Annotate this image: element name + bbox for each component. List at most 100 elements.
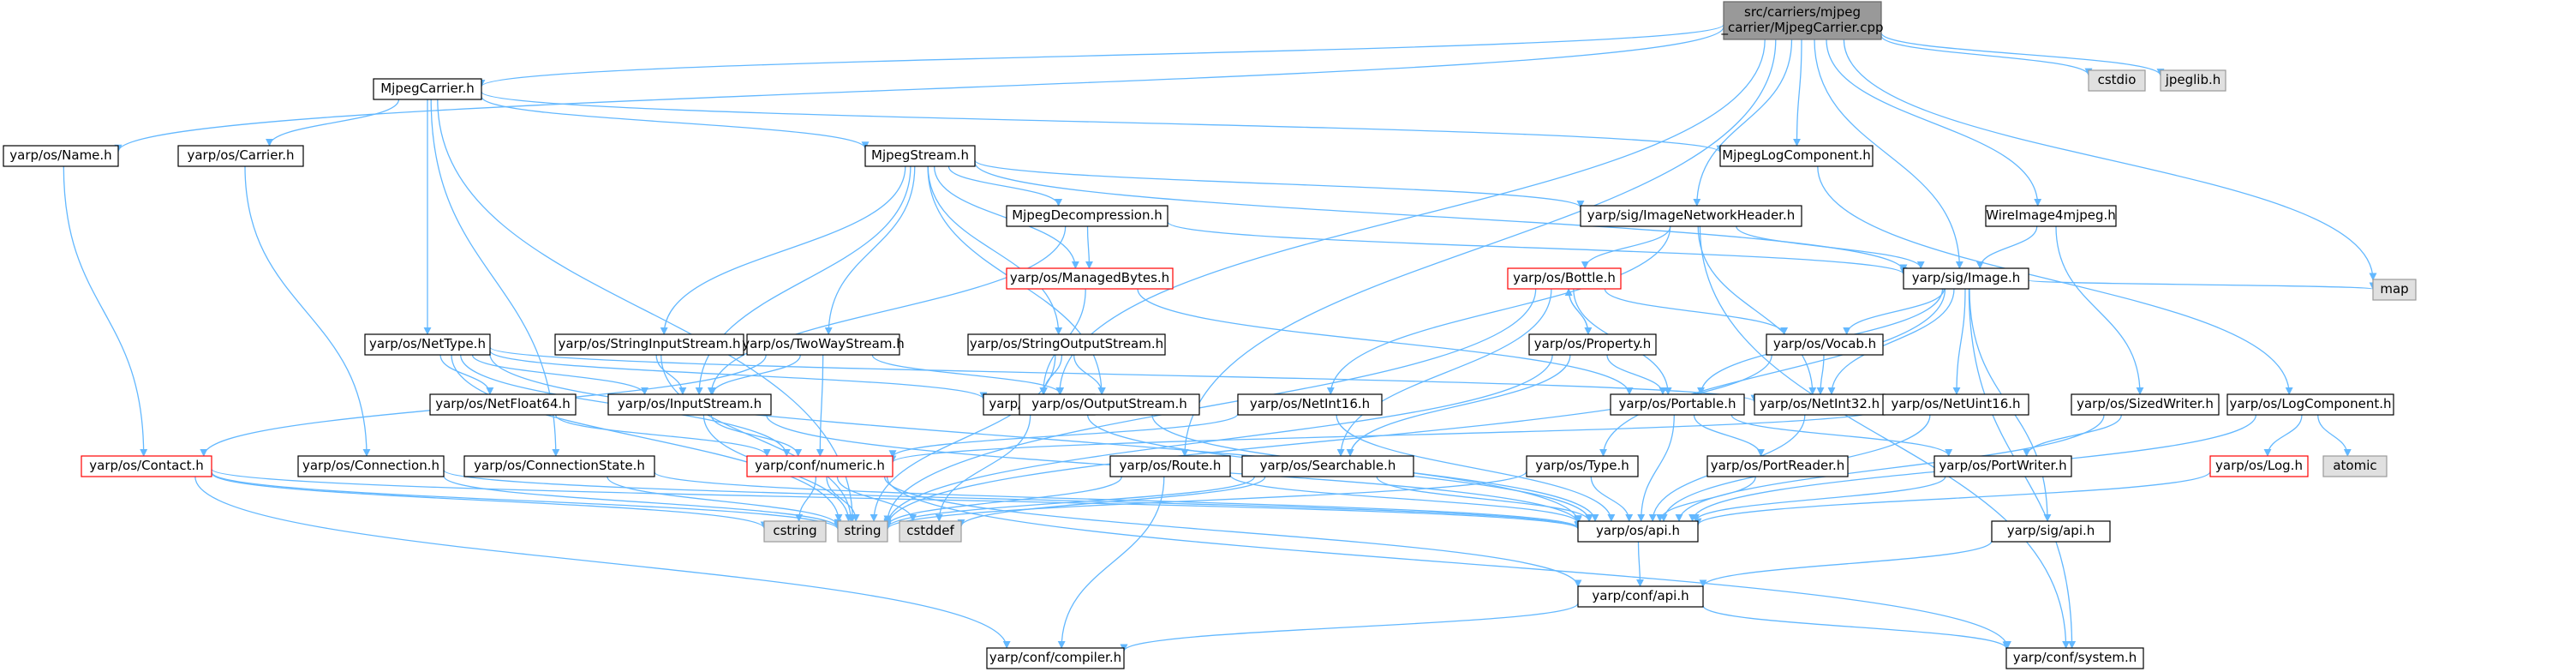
node-confapi[interactable]: yarp/conf/api.h bbox=[1577, 585, 1704, 608]
node-label: yarp/os/PortWriter.h bbox=[1939, 458, 2066, 473]
node-box bbox=[1577, 520, 1699, 543]
node-root[interactable]: src/carriers/mjpeg_carrier/MjpegCarrier.… bbox=[1721, 1, 1884, 40]
node-netfloat64[interactable]: yarp/os/NetFloat64.h bbox=[429, 393, 577, 416]
node-numeric[interactable]: yarp/conf/numeric.h bbox=[746, 455, 894, 477]
edge-property-to-bottle bbox=[1564, 288, 1589, 335]
node-vocab[interactable]: yarp/os/Vocab.h bbox=[1766, 333, 1884, 356]
edge-type-to-string bbox=[883, 471, 1527, 531]
node-name[interactable]: yarp/os/Name.h bbox=[3, 145, 119, 167]
edge-numeric-to-system bbox=[886, 476, 2011, 649]
edge-strinstream-to-string bbox=[660, 354, 855, 522]
edge-netfloat64-to-numeric bbox=[555, 414, 771, 457]
node-sizedwriter[interactable]: yarp/os/SizedWriter.h bbox=[2071, 393, 2220, 416]
node-layer: src/carriers/mjpeg_carrier/MjpegCarrier.… bbox=[3, 1, 2417, 669]
node-box bbox=[1610, 393, 1745, 416]
node-bottle[interactable]: yarp/os/Bottle.h bbox=[1507, 267, 1622, 290]
node-box bbox=[1528, 333, 1657, 356]
node-portreader[interactable]: yarp/os/PortReader.h bbox=[1706, 455, 1849, 477]
node-label: MjpegDecompression.h bbox=[1012, 207, 1162, 223]
node-portwriter[interactable]: yarp/os/PortWriter.h bbox=[1933, 455, 2072, 477]
edge-contact-to-cstring bbox=[211, 472, 768, 530]
node-string[interactable]: string bbox=[837, 520, 888, 543]
node-netuint16[interactable]: yarp/os/NetUint16.h bbox=[1882, 393, 2029, 416]
node-mjpegdecomp[interactable]: MjpegDecompression.h bbox=[1006, 205, 1168, 227]
node-managedbytes[interactable]: yarp/os/ManagedBytes.h bbox=[1006, 267, 1174, 290]
edge-searchable-to-string bbox=[883, 476, 1255, 529]
edge-bytes-to-cstddef bbox=[935, 414, 1031, 522]
edge-bottle-to-string bbox=[883, 288, 1537, 524]
node-property[interactable]: yarp/os/Property.h bbox=[1528, 333, 1657, 356]
node-cstring[interactable]: cstring bbox=[763, 520, 827, 543]
node-logcomponent[interactable]: yarp/os/LogComponent.h bbox=[2226, 393, 2394, 416]
node-label: yarp/os/NetInt16.h bbox=[1250, 396, 1370, 411]
node-strinstream[interactable]: yarp/os/StringInputStream.h bbox=[554, 333, 744, 356]
edge-contact-to-compiler bbox=[194, 476, 1011, 649]
node-portable[interactable]: yarp/os/Portable.h bbox=[1610, 393, 1745, 416]
node-inputstream[interactable]: yarp/os/InputStream.h bbox=[607, 393, 772, 416]
node-box bbox=[2372, 279, 2417, 301]
node-route[interactable]: yarp/os/Route.h bbox=[1109, 455, 1231, 477]
node-outputstream[interactable]: yarp/os/OutputStream.h bbox=[1019, 393, 1200, 416]
edge-root-to-imgnethdr bbox=[1693, 39, 1793, 207]
node-box bbox=[2322, 455, 2388, 477]
edge-numeric-to-string bbox=[826, 476, 860, 522]
node-label: yarp/os/Carrier.h bbox=[187, 147, 294, 163]
node-label: yarp/os/Vocab.h bbox=[1773, 336, 1876, 351]
edge-netint16-to-osapi bbox=[1336, 414, 1616, 522]
node-map[interactable]: map bbox=[2372, 279, 2417, 301]
edge-route-to-osapi bbox=[1229, 474, 1582, 525]
edge-confapi-to-compiler bbox=[1120, 603, 1579, 652]
edge-sigapi-to-confapi bbox=[1699, 540, 1993, 588]
node-contact[interactable]: yarp/os/Contact.h bbox=[81, 455, 212, 477]
edge-twoway-to-inputstream bbox=[708, 354, 801, 395]
node-box bbox=[1006, 267, 1174, 290]
edge-imgnethdr-to-image bbox=[1736, 225, 1925, 269]
edge-mjpegstream-to-strinstream bbox=[660, 165, 906, 335]
node-searchable[interactable]: yarp/os/Searchable.h bbox=[1241, 455, 1414, 477]
edge-stroutstream-to-outputstream bbox=[1073, 354, 1106, 395]
node-twoway[interactable]: yarp/os/TwoWayStream.h bbox=[742, 333, 905, 356]
edge-connstate-to-string bbox=[607, 476, 842, 527]
node-cstddef[interactable]: cstddef bbox=[899, 520, 962, 543]
node-box bbox=[2005, 647, 2144, 669]
edge-connection-to-string bbox=[443, 476, 842, 530]
node-cstdio[interactable]: cstdio bbox=[2088, 69, 2146, 92]
edge-nettype-to-inputstream bbox=[471, 354, 648, 395]
node-compiler[interactable]: yarp/conf/compiler.h bbox=[986, 647, 1125, 669]
node-connection[interactable]: yarp/os/Connection.h bbox=[297, 455, 445, 477]
edge-numeric-to-cstring bbox=[795, 476, 817, 522]
node-nettype[interactable]: yarp/os/NetType.h bbox=[364, 333, 491, 356]
node-osapi[interactable]: yarp/os/api.h bbox=[1577, 520, 1699, 543]
node-sigapi[interactable]: yarp/sig/api.h bbox=[1991, 520, 2111, 543]
node-jpeglib[interactable]: jpeglib.h bbox=[2160, 69, 2226, 92]
edge-mjpegcarrier-to-connstate bbox=[430, 99, 560, 457]
edge-netint16-to-numeric bbox=[888, 413, 1239, 459]
edge-mjpegstream-to-image bbox=[974, 162, 1908, 273]
edge-image-to-vocab bbox=[1843, 288, 1945, 335]
edge-mjpegstream-to-managedbytes bbox=[933, 165, 1079, 269]
node-connstate[interactable]: yarp/os/ConnectionState.h bbox=[463, 455, 655, 477]
edge-nettype-to-netint32 bbox=[489, 346, 1759, 403]
node-box bbox=[2209, 455, 2309, 477]
node-type[interactable]: yarp/os/Type.h bbox=[1526, 455, 1639, 477]
node-mjpegstream[interactable]: MjpegStream.h bbox=[864, 145, 976, 167]
node-stroutstream[interactable]: yarp/os/StringOutputStream.h bbox=[967, 333, 1166, 356]
node-imgnethdr[interactable]: yarp/sig/ImageNetworkHeader.h bbox=[1580, 205, 1802, 227]
edge-vocab-to-string bbox=[883, 354, 1772, 528]
node-system[interactable]: yarp/conf/system.h bbox=[2005, 647, 2144, 669]
node-wireimage[interactable]: WireImage4mjpeg.h bbox=[1985, 205, 2117, 227]
edge-imgnethdr-to-netint16 bbox=[1326, 225, 1671, 395]
node-netint32[interactable]: yarp/os/NetInt32.h bbox=[1754, 393, 1886, 416]
node-carrier[interactable]: yarp/os/Carrier.h bbox=[177, 145, 304, 167]
node-label: yarp/os/NetType.h bbox=[369, 336, 486, 351]
node-mjpegcarrier[interactable]: MjpegCarrier.h bbox=[373, 78, 482, 100]
node-label: MjpegCarrier.h bbox=[380, 81, 475, 96]
node-netint16[interactable]: yarp/os/NetInt16.h bbox=[1237, 393, 1383, 416]
edge-root-to-wireimage bbox=[1826, 39, 2042, 207]
node-image[interactable]: yarp/sig/Image.h bbox=[1903, 267, 2029, 290]
node-mjpeglog[interactable]: MjpegLogComponent.h bbox=[1719, 145, 1874, 167]
node-log[interactable]: yarp/os/Log.h bbox=[2209, 455, 2309, 477]
node-atomic[interactable]: atomic bbox=[2322, 455, 2388, 477]
node-box bbox=[1766, 333, 1884, 356]
edge-root-to-mjpegcarrier bbox=[477, 24, 1724, 87]
